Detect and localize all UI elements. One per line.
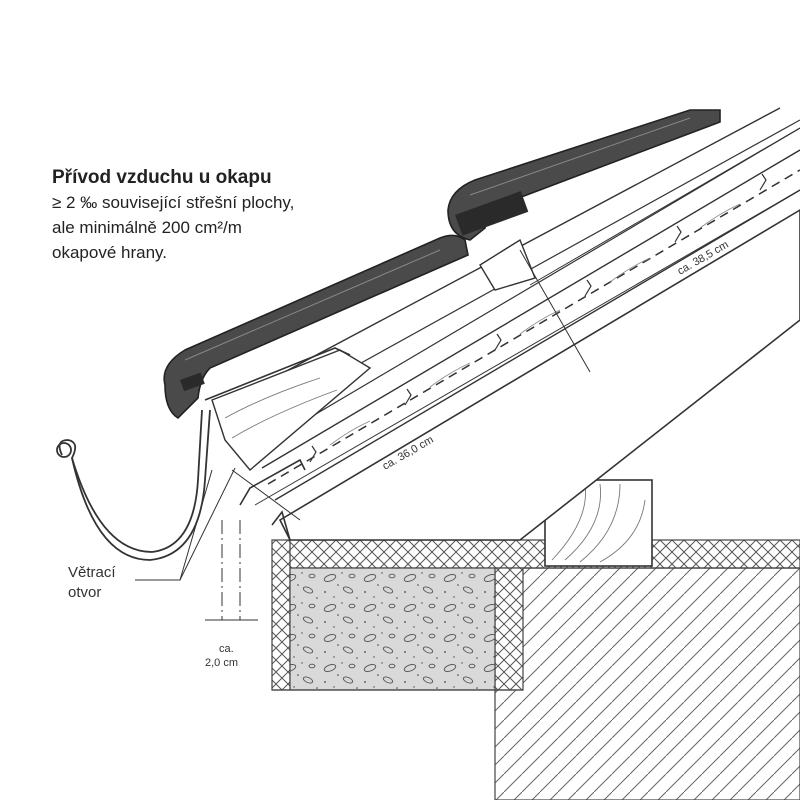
gutter	[56, 409, 211, 561]
roof-tiles	[163, 109, 721, 420]
callout-leaders	[135, 467, 236, 581]
callout-line-1: Větrací	[68, 564, 116, 581]
masonry-hatch	[494, 567, 800, 800]
heading-line-3: okapové hrany.	[52, 243, 167, 262]
heading-line-2: ale minimálně 200 cm²/m	[52, 218, 242, 237]
gutter-bead	[56, 442, 72, 458]
drip-edge	[204, 347, 351, 541]
callout-line-2: otvor	[68, 584, 101, 601]
concrete-lintel	[289, 567, 496, 691]
wall-structure	[271, 539, 800, 800]
gap-ca: ca.	[219, 643, 234, 655]
heading-title: Přívod vzduchu u okapu	[52, 167, 272, 188]
insulation-left	[271, 539, 291, 691]
dimension-lines	[205, 127, 800, 621]
gap-value: 2,0 cm	[205, 657, 238, 669]
insulation-mid	[494, 567, 524, 691]
heading-line-1: ≥ 2 ‰ související střešní plochy,	[52, 193, 294, 212]
tile-lower	[163, 234, 469, 420]
insulation-top	[287, 539, 800, 569]
